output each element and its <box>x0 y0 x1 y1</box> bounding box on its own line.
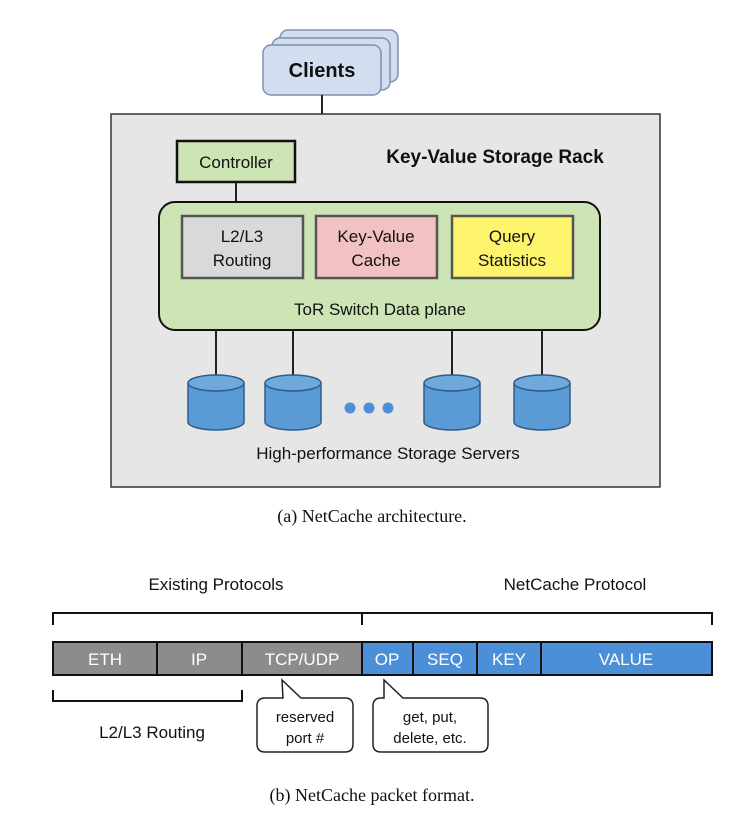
server-links <box>215 330 543 378</box>
rack-title: Key-Value Storage Rack <box>386 147 604 168</box>
controller-label: Controller <box>199 153 273 172</box>
cache-box <box>314 214 439 280</box>
clients-stack: Clients <box>262 29 399 96</box>
field-tcpudp-label: TCP/UDP <box>265 650 340 669</box>
server-2 <box>264 374 322 431</box>
controller-box <box>175 139 297 184</box>
stats-line1: Query <box>489 227 536 246</box>
op-callout-line1: get, put, <box>403 709 457 726</box>
clients-label: Clients <box>289 60 356 82</box>
field-eth-label: ETH <box>88 650 122 669</box>
port-callout-line2: port # <box>286 730 325 747</box>
switch-label: ToR Switch Data plane <box>294 300 466 319</box>
cache-line1: Key-Value <box>337 227 414 246</box>
netcache-protocol-label: NetCache Protocol <box>504 575 647 594</box>
caption-a: (a) NetCache architecture. <box>277 506 466 527</box>
field-seq-label: SEQ <box>427 650 463 669</box>
field-value <box>540 641 713 676</box>
caption-b: (b) NetCache packet format. <box>270 785 475 806</box>
stats-box <box>450 214 575 280</box>
routing-brace <box>52 690 243 702</box>
server-4 <box>513 374 571 431</box>
packet-fields <box>52 641 713 676</box>
netcache-brace <box>362 612 713 625</box>
port-callout-line1: reserved <box>276 709 334 726</box>
servers-label: High-performance Storage Servers <box>256 444 520 463</box>
field-seq <box>412 641 478 676</box>
op-callout-line2: delete, etc. <box>393 730 466 747</box>
field-value-label: VALUE <box>599 650 654 669</box>
routing-line1: L2/L3 <box>221 227 264 246</box>
server-3 <box>423 374 481 431</box>
routing-brace-label: L2/L3 Routing <box>99 723 205 742</box>
field-key-label: KEY <box>492 650 526 669</box>
existing-protocols-label: Existing Protocols <box>148 575 283 594</box>
op-callout <box>372 678 489 753</box>
field-op-label: OP <box>375 650 400 669</box>
stats-line2: Statistics <box>478 251 546 270</box>
server-1 <box>187 374 245 431</box>
server-ellipsis-dots <box>344 402 394 414</box>
routing-box <box>180 214 305 280</box>
existing-brace <box>52 612 363 625</box>
port-callout <box>256 678 354 753</box>
field-tcpudp <box>241 641 363 676</box>
cache-line2: Cache <box>351 251 400 270</box>
field-ip-label: IP <box>191 650 207 669</box>
routing-line2: Routing <box>213 251 272 270</box>
